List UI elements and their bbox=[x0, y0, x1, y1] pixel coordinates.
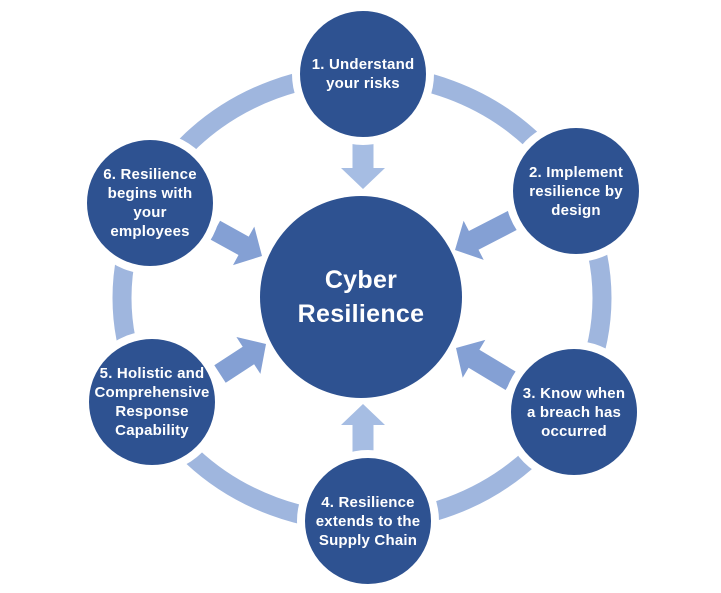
arrow-node1-to-center-icon bbox=[341, 144, 385, 189]
arrow-node6-to-center-icon bbox=[209, 220, 262, 266]
node-2-resilience-by-design: 2. Implement resilience by design bbox=[505, 120, 647, 262]
node-3-know-breach: 3. Know when a breach has occurred bbox=[503, 341, 645, 483]
node-2-label: 2. Implement resilience by design bbox=[528, 163, 624, 219]
node-5-label: 5. Holistic and Comprehensive Response C… bbox=[94, 365, 210, 439]
node-1-understand-risks: 1. Understand your risks bbox=[292, 3, 434, 145]
center-node-label: Cyber Resilience bbox=[297, 266, 425, 328]
node-4-supply-chain: 4. Resilience extends to the Supply Chai… bbox=[297, 450, 439, 592]
node-6-employees: 6. Resilience begins with your employees bbox=[79, 132, 221, 274]
node-3-label: 3. Know when a breach has occurred bbox=[522, 384, 626, 440]
arrow-node5-to-center-icon bbox=[214, 337, 266, 383]
arrow-node2-to-center-icon bbox=[455, 207, 524, 260]
center-node: Cyber Resilience bbox=[260, 196, 462, 398]
node-5-response-capability: 5. Holistic and Comprehensive Response C… bbox=[81, 331, 223, 473]
arrow-node4-to-center-icon bbox=[341, 404, 385, 453]
node-4-label: 4. Resilience extends to the Supply Chai… bbox=[315, 493, 421, 549]
node-6-label: 6. Resilience begins with your employees bbox=[103, 166, 197, 240]
arrow-node3-to-center-icon bbox=[456, 339, 517, 390]
node-1-label: 1. Understand your risks bbox=[311, 56, 415, 92]
